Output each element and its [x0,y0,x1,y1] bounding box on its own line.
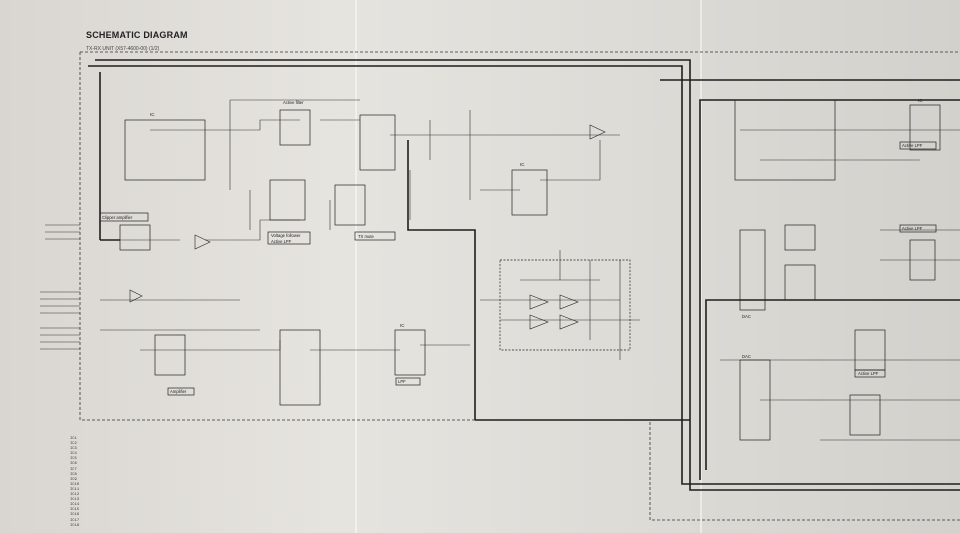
label-dac-2: DAC [742,354,751,359]
fold-line [355,0,357,533]
label-active-lpf-right: Active LPF [902,143,923,148]
transistor-symbol [129,289,143,303]
ic-block [909,104,941,151]
block-label-box [267,231,311,245]
ic-designator: IC [918,98,923,103]
ic-block [154,334,186,376]
ic-block [124,119,206,181]
op-amp-symbol [559,314,579,330]
label-amplifier: Amplifier [170,389,187,394]
ic-block [119,224,151,251]
op-amp-symbol [529,314,549,330]
label-active-lpf-2: Active LPF [858,371,879,376]
block-label-box [354,231,396,241]
ic-designator: IC [150,112,155,117]
ic-block [909,239,936,281]
label-lpf: LPF [398,379,406,384]
op-amp-symbol [529,294,549,310]
ic-block [849,394,881,436]
page-title: SCHEMATIC DIAGRAM [86,30,188,40]
block-label-box [167,387,195,396]
op-amp-symbol [194,234,211,250]
label-dac: DAC [742,314,751,319]
ic-block [499,259,631,351]
ic-block [854,329,886,371]
ic-block [394,329,426,376]
label-tx-mute: TX mute [358,234,374,239]
block-label-box [899,141,937,150]
fold-line [700,0,702,533]
ic-block [359,114,396,171]
label-clipper-amplifier: Clipper amplifier [102,215,133,220]
ic-designator: IC [520,162,525,167]
block-label-box [395,377,421,386]
ic-block [279,329,321,406]
ic-block [784,264,816,301]
ic-designator: IC [400,323,405,328]
legend-col-1: IC1 IC2 IC3 IC4 IC5 IC6 IC7 IC8 IC9 IC10… [70,437,80,528]
label-voltage-follower: Voltage follower [271,233,301,238]
label-active-lpf-mid: Active LPF [902,226,923,231]
ic-block [739,359,771,441]
block-label-box [854,369,886,378]
ic-block [279,109,311,146]
page-subtitle: TX-RX UNIT (X57-4600-00) (1/2) [86,46,160,52]
op-amp-symbol [559,294,579,310]
ic-block [734,99,836,181]
ic-block [511,169,548,216]
label-active-lpf: Active LPF [271,239,292,244]
op-amp-symbol [589,124,606,140]
ic-block [739,229,766,311]
label-active-filter: Active filter [283,100,304,105]
ic-block [334,184,366,226]
ic-block [269,179,306,221]
ic-block [784,224,816,251]
block-label-box [899,224,937,233]
block-label-box [99,212,149,222]
